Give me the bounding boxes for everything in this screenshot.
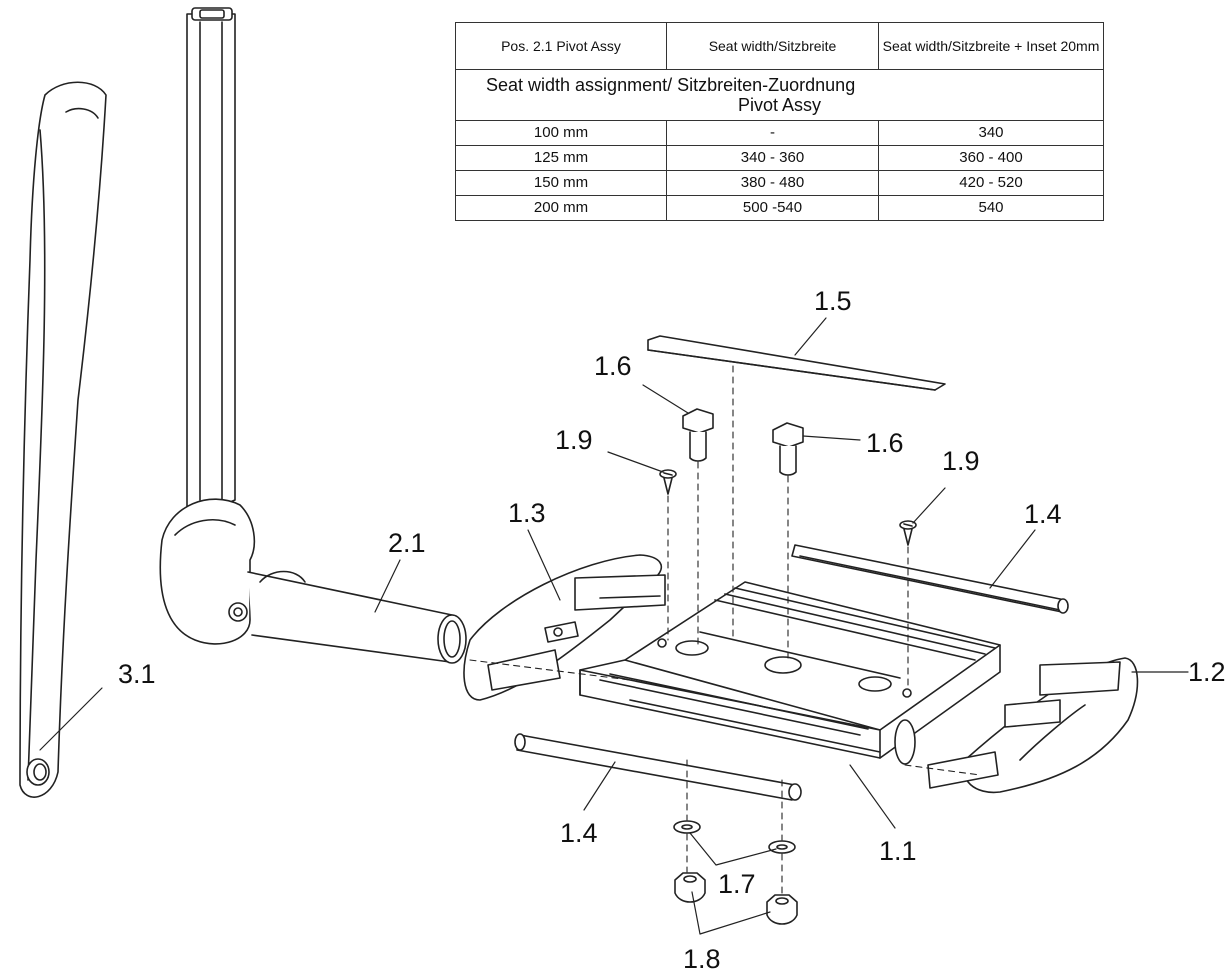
leader-1-9-right <box>912 487 946 524</box>
leader-3-1 <box>39 687 103 751</box>
label-1-7: 1.7 <box>718 869 756 899</box>
table-title-cell: Seat width assignment/ Sitzbreiten-Zuord… <box>455 69 1104 121</box>
armrest-strap-part <box>19 81 107 798</box>
label-1-3: 1.3 <box>508 498 546 528</box>
cell-seat-width: 340 - 360 <box>666 145 879 171</box>
label-1-9-left: 1.9 <box>555 425 593 455</box>
pivot-assy-part <box>159 7 467 664</box>
t-bolt-right-part <box>772 422 804 476</box>
header-pivot-assy: Pos. 2.1 Pivot Assy <box>455 22 667 70</box>
leader-1-3 <box>527 529 561 601</box>
leader-1-7 <box>689 832 777 866</box>
screw-left-part <box>659 469 677 495</box>
label-1-4-front: 1.4 <box>560 818 598 848</box>
leader-1-4-back <box>989 529 1036 589</box>
leader-1-6-left <box>642 384 689 414</box>
label-1-5: 1.5 <box>814 286 852 316</box>
table-row: 125 mm 340 - 360 360 - 400 <box>455 145 1104 171</box>
t-bolt-left-part <box>682 408 714 462</box>
cell-pivot: 150 mm <box>455 170 667 196</box>
cell-seat-width-inset: 540 <box>878 195 1104 221</box>
cell-pivot: 100 mm <box>455 120 667 146</box>
label-2-1: 2.1 <box>388 528 426 558</box>
label-1-4-back: 1.4 <box>1024 499 1062 529</box>
leader-1-1 <box>849 764 896 829</box>
label-1-6-right: 1.6 <box>866 428 904 458</box>
screw-right-part <box>899 520 917 546</box>
label-1-2: 1.2 <box>1188 657 1226 687</box>
washer-right-part <box>768 840 796 854</box>
part-number-labels: 1.5 1.6 1.6 1.9 1.9 1.3 2.1 1.4 1.2 3.1 … <box>118 286 1226 974</box>
leader-1-8 <box>691 891 771 935</box>
rail-front-part <box>514 733 802 801</box>
cell-pivot: 200 mm <box>455 195 667 221</box>
end-cap-left-part <box>463 554 666 701</box>
header-seat-width-inset: Seat width/Sitzbreite + Inset 20mm <box>878 22 1104 70</box>
cap-nut-right-part <box>766 894 798 925</box>
table-row: 100 mm - 340 <box>455 120 1104 146</box>
cap-nut-left-part <box>674 872 706 903</box>
table-row: 200 mm 500 -540 540 <box>455 195 1104 221</box>
rail-back-part <box>791 544 1069 614</box>
seat-plate-part <box>579 581 1001 765</box>
cell-seat-width-inset: 360 - 400 <box>878 145 1104 171</box>
label-3-1: 3.1 <box>118 659 156 689</box>
leader-1-9-left <box>607 451 664 473</box>
cell-seat-width: 380 - 480 <box>666 170 879 196</box>
table-row: 150 mm 380 - 480 420 - 520 <box>455 170 1104 196</box>
assembly-axis-lines <box>469 365 981 895</box>
label-1-8: 1.8 <box>683 944 721 974</box>
cell-pivot: 125 mm <box>455 145 667 171</box>
table-header-row: Pos. 2.1 Pivot Assy Seat width/Sitzbreit… <box>455 22 1104 70</box>
header-seat-width: Seat width/Sitzbreite <box>666 22 879 70</box>
leader-lines <box>39 317 1189 935</box>
label-1-6-left: 1.6 <box>594 351 632 381</box>
label-1-1: 1.1 <box>879 836 917 866</box>
leader-1-6-right <box>802 435 861 441</box>
cell-seat-width-inset: 420 - 520 <box>878 170 1104 196</box>
cover-strip-part <box>647 335 946 391</box>
leader-1-5 <box>794 317 827 356</box>
washer-left-part <box>673 820 701 834</box>
cell-seat-width-inset: 340 <box>878 120 1104 146</box>
end-cap-right-part <box>927 657 1139 794</box>
table-subtitle: Pivot Assy <box>737 95 822 115</box>
label-1-9-right: 1.9 <box>942 446 980 476</box>
leader-1-4-front <box>583 761 616 811</box>
seat-width-assignment-table: Seat width assignment/ Sitzbreiten-Zuord… <box>455 22 1104 221</box>
table-title: Seat width assignment/ Sitzbreiten-Zuord… <box>486 75 856 95</box>
leader-2-1 <box>374 559 401 613</box>
cell-seat-width: - <box>666 120 879 146</box>
table-title-row: Seat width assignment/ Sitzbreiten-Zuord… <box>455 69 1104 121</box>
cell-seat-width: 500 -540 <box>666 195 879 221</box>
